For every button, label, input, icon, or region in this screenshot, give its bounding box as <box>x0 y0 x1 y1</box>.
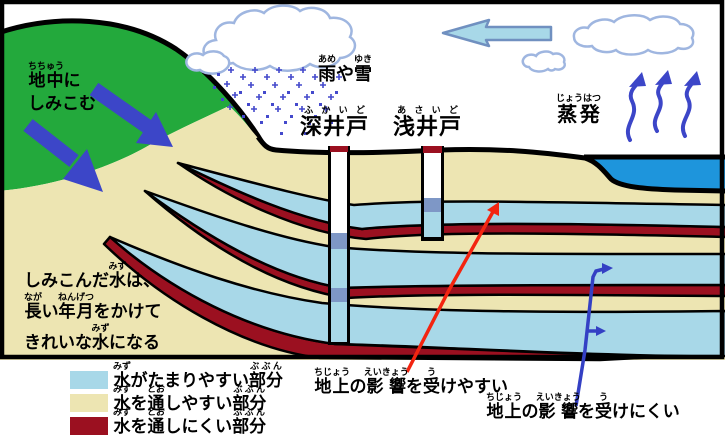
wind-arrow <box>441 18 553 48</box>
legend-swatch-aquifer <box>70 371 108 389</box>
rain-cloud-puff <box>185 50 231 75</box>
diagram-frame <box>0 0 725 360</box>
legend-swatch-impermeable <box>70 417 108 435</box>
ground-surface-line <box>256 135 725 194</box>
deep-well <box>328 146 350 345</box>
legend: 水みずがたまりやすい部分ぶぶん 水みずを通とおしやすい部分ぶぶん 水みずを通とお… <box>70 362 283 437</box>
seeped-note-line3: きれいな水みずになる <box>24 323 160 353</box>
seeped-note-line2: 長ながい年月ねんげつをかけて <box>24 292 162 322</box>
shallow-well-cap <box>423 146 442 153</box>
pointer-red <box>405 202 499 373</box>
aquifer-layer-2 <box>143 189 725 290</box>
cloud-right-small <box>521 50 566 73</box>
infiltration-arrow-2 <box>23 119 103 192</box>
seep-label-line1: 地中ちちゅうに <box>28 62 81 91</box>
legend-item-water-impermeable: 水みずを通とおしにくい部分ぶぶん <box>70 408 283 437</box>
unaffected-by-surface-label: 地上ちじょうの影響えいきょうを受うけにくい <box>486 393 680 422</box>
legend-swatch-permeable <box>70 394 108 412</box>
shallow-well <box>421 146 444 241</box>
rain-cloud <box>202 4 357 72</box>
deep-well-cap <box>330 146 348 152</box>
seep-label-line2: しみこむ <box>28 93 96 114</box>
shallow-well-label: 浅井戸あさいど <box>393 106 463 140</box>
evaporation-label: 蒸発じょうはつ <box>556 94 602 126</box>
legend-item-water-accumulating: 水みずがたまりやすい部分ぶぶん <box>70 362 283 391</box>
cloud-right-large <box>572 14 695 56</box>
seeped-water-note: しみこんだ水みずは、 長ながい年月ねんげつをかけて きれいな水みずになる <box>24 262 162 355</box>
legend-item-water-permeable: 水みずを通とおしやすい部分ぶぶん <box>70 385 283 414</box>
seep-label: 地中ちちゅうに しみこむ <box>28 62 96 116</box>
hill-outline <box>0 18 266 146</box>
pointer-blue <box>574 263 613 407</box>
seeped-note-line1: しみこんだ水みずは、 <box>24 262 160 291</box>
evaporation-arrows <box>626 70 701 142</box>
affected-by-surface-label: 地上ちじょうの影響えいきょうを受うけやすい <box>314 368 509 397</box>
deep-well-label: 深井戸ふかいど <box>300 106 370 140</box>
rain-plus-marks <box>224 67 342 112</box>
infiltration-arrow-1 <box>89 82 173 147</box>
rain-snow-label: 雨あめや雪ゆき <box>318 55 373 85</box>
